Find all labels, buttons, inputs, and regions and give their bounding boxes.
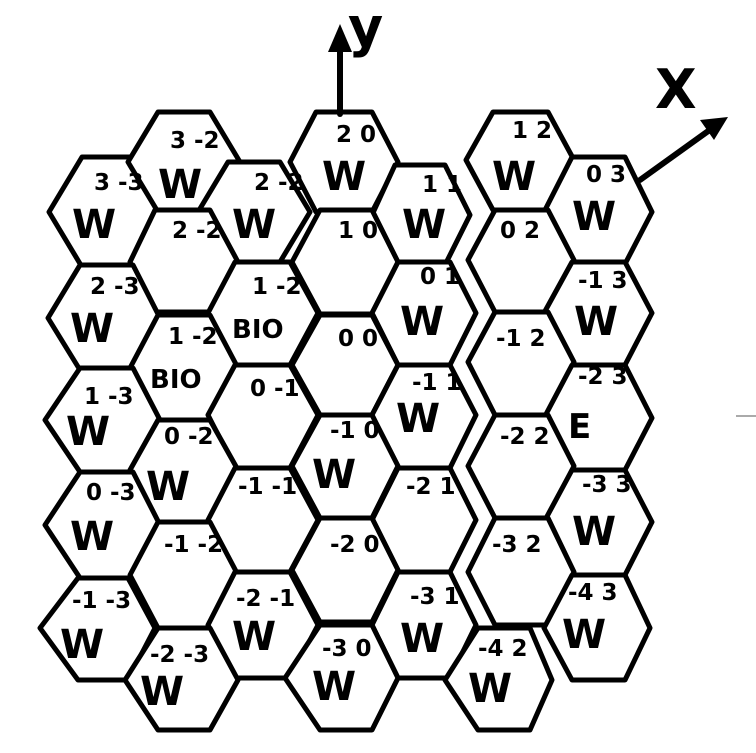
cell-main-label: W bbox=[562, 612, 606, 658]
cell-main-label: W bbox=[400, 616, 444, 662]
cell-main-label: W bbox=[400, 299, 444, 345]
cell-main-label: W bbox=[232, 202, 276, 248]
hex-cell bbox=[465, 515, 577, 628]
cell-main-label: W bbox=[572, 194, 616, 240]
cell-coordinate: 0 -2 bbox=[164, 424, 214, 450]
hex-cells bbox=[37, 109, 655, 733]
cell-main-label: W bbox=[70, 514, 114, 560]
cell-main-label: W bbox=[72, 202, 116, 248]
hex-cell bbox=[282, 622, 401, 733]
x-axis-label: X bbox=[655, 58, 697, 121]
cell-coordinate: -1 3 bbox=[578, 268, 628, 294]
cell-main-label: W bbox=[396, 396, 440, 442]
cell-coordinate: 1 -2 bbox=[252, 274, 302, 300]
cell-main-label: W bbox=[574, 299, 618, 345]
y-axis-label: y bbox=[348, 0, 383, 59]
cell-coordinate: -2 -3 bbox=[150, 642, 209, 668]
cell-main-label: W bbox=[66, 409, 110, 455]
cell-coordinate: -4 3 bbox=[568, 580, 618, 606]
hex-cell bbox=[122, 625, 241, 733]
cell-coordinate: 3 -3 bbox=[94, 170, 144, 196]
cell-coordinate: 0 0 bbox=[338, 326, 378, 352]
cell-main-label: E bbox=[568, 407, 591, 447]
cell-main-label: W bbox=[232, 614, 276, 660]
cell-coordinate: 2 -2 bbox=[172, 218, 222, 244]
cell-coordinate: 2 -2 bbox=[254, 170, 304, 196]
cell-coordinates: 3 -3 3 -2 2 -2 2 0 1 1 1 2 0 3 2 -2 1 0 … bbox=[72, 118, 632, 668]
cell-coordinate: 2 0 bbox=[336, 122, 376, 148]
cell-main-label: W bbox=[492, 154, 536, 200]
cell-main-label: W bbox=[572, 509, 616, 555]
cell-coordinate: 0 1 bbox=[420, 264, 460, 290]
cell-coordinate: 0 2 bbox=[500, 218, 540, 244]
cell-coordinate: -3 3 bbox=[582, 472, 632, 498]
hex-cell bbox=[287, 109, 401, 215]
cell-main-label: W bbox=[70, 306, 114, 352]
hex-cell bbox=[37, 575, 158, 683]
x-axis-line bbox=[637, 121, 721, 183]
cell-coordinate: -1 1 bbox=[412, 370, 462, 396]
cell-main-label: BIO bbox=[232, 315, 284, 345]
hex-cell bbox=[541, 572, 653, 683]
cell-coordinate: 0 -3 bbox=[86, 480, 136, 506]
y-axis-arrowhead bbox=[328, 24, 352, 52]
cell-main-label: W bbox=[402, 202, 446, 248]
cell-main-label: W bbox=[312, 664, 356, 710]
cell-coordinate: -2 2 bbox=[500, 424, 550, 450]
cell-coordinate: -2 -1 bbox=[236, 586, 295, 612]
cell-coordinate: 1 -3 bbox=[84, 384, 134, 410]
cell-coordinate: -1 -3 bbox=[72, 588, 131, 614]
cell-coordinate: -3 0 bbox=[322, 636, 372, 662]
cell-coordinate: 1 -2 bbox=[168, 324, 218, 350]
cell-main-label: BIO bbox=[150, 365, 202, 395]
cell-main-label: W bbox=[140, 669, 184, 715]
cell-coordinate: -4 2 bbox=[478, 636, 528, 662]
cell-coordinate: 2 -3 bbox=[90, 274, 140, 300]
cell-coordinate: 1 2 bbox=[512, 118, 552, 144]
cell-coordinate: 0 3 bbox=[586, 162, 626, 188]
x-axis-arrowhead bbox=[700, 117, 728, 140]
cell-coordinate: -1 0 bbox=[330, 418, 380, 444]
cell-main-label: W bbox=[322, 154, 366, 200]
y-axis: y bbox=[328, 0, 383, 117]
cell-main-label: W bbox=[60, 622, 104, 668]
cell-coordinate: 1 1 bbox=[422, 172, 462, 198]
cell-coordinate: -3 1 bbox=[410, 584, 460, 610]
cell-main-label: W bbox=[158, 162, 202, 208]
hex-cell bbox=[442, 625, 555, 733]
cell-coordinate: 3 -2 bbox=[170, 128, 220, 154]
cell-coordinate: -1 -1 bbox=[238, 474, 297, 500]
x-axis: X bbox=[637, 58, 728, 183]
cell-coordinate: -1 2 bbox=[496, 326, 546, 352]
cell-main-labels: W W W W W W W W BIO W W BIO W W E W W W … bbox=[60, 154, 618, 715]
cell-main-label: W bbox=[468, 666, 512, 712]
cell-coordinate: -2 3 bbox=[578, 364, 628, 390]
cell-coordinate: -2 1 bbox=[406, 474, 456, 500]
cell-coordinate: -3 2 bbox=[492, 532, 542, 558]
cell-coordinate: -1 -2 bbox=[164, 532, 223, 558]
cell-coordinate: 0 -1 bbox=[250, 376, 300, 402]
cell-main-label: W bbox=[312, 452, 356, 498]
cell-coordinate: 1 0 bbox=[338, 218, 378, 244]
cell-coordinate: -2 0 bbox=[330, 532, 380, 558]
cell-main-label: W bbox=[146, 464, 190, 510]
